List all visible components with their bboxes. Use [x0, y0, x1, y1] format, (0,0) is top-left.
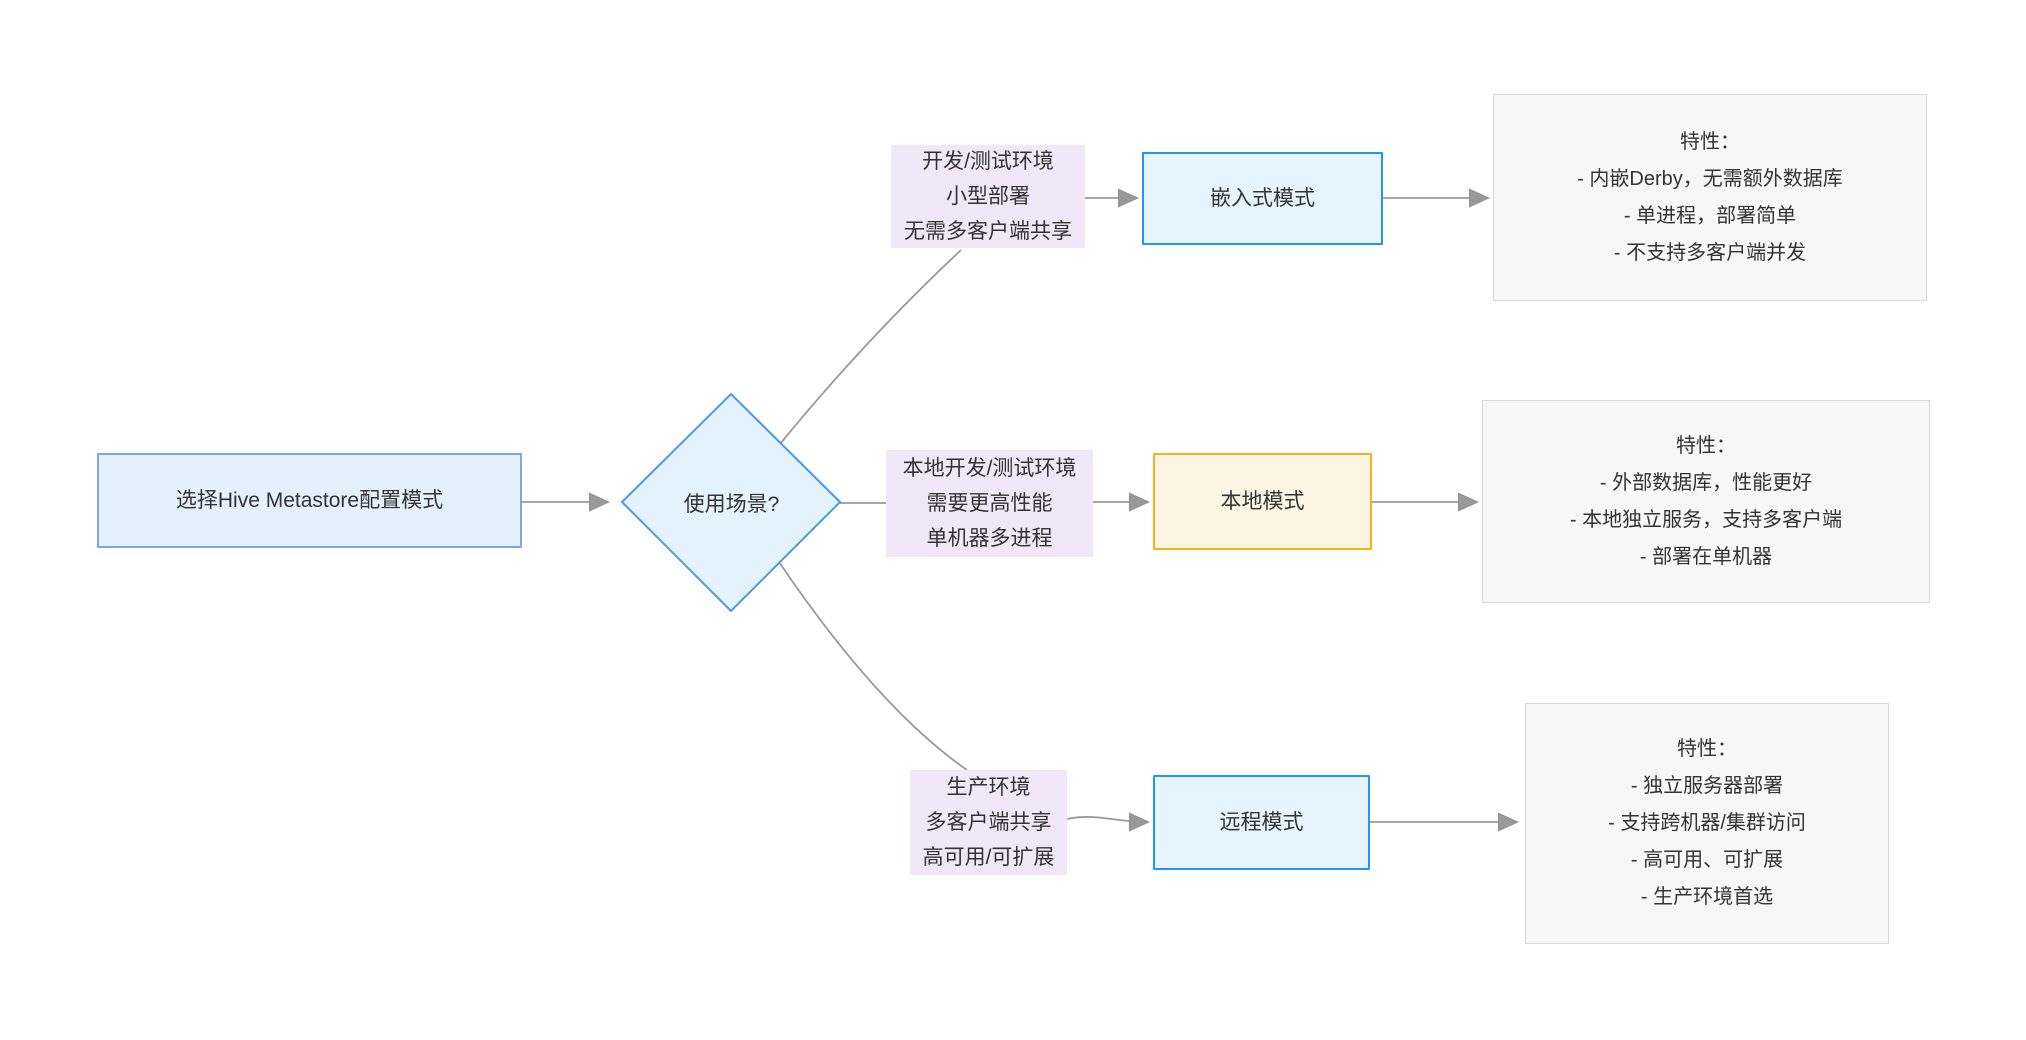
- condition-label-embedded: 开发/测试环境 小型部署 无需多客户端共享: [891, 145, 1085, 248]
- features-title: 特性：: [1680, 130, 1740, 153]
- feature-item: - 支持跨机器/集群访问: [1608, 812, 1806, 834]
- edge-condition-to-mode-remote: [1066, 817, 1148, 822]
- condition-line: 本地开发/测试环境: [902, 457, 1077, 480]
- start-node: 选择Hive Metastore配置模式: [97, 453, 522, 548]
- feature-item: - 不支持多客户端并发: [1613, 241, 1807, 264]
- condition-line: 单机器多进程: [926, 527, 1053, 550]
- decision-node: 使用场景?: [625, 395, 838, 610]
- features-title: 特性：: [1676, 434, 1736, 457]
- condition-label-local: 本地开发/测试环境 需要更高性能 单机器多进程: [886, 450, 1093, 557]
- mode-node-remote: 远程模式: [1153, 775, 1370, 870]
- feature-item: - 本地独立服务，支持多客户端: [1569, 508, 1843, 531]
- mode-node-label: 远程模式: [1219, 810, 1304, 834]
- features-node-embedded: 特性： - 内嵌Derby，无需额外数据库 - 单进程，部署简单 - 不支持多客…: [1493, 94, 1927, 301]
- mode-node-embedded: 嵌入式模式: [1142, 152, 1383, 245]
- feature-item: - 外部数据库，性能更好: [1599, 471, 1813, 494]
- condition-line: 需要更高性能: [926, 492, 1053, 515]
- condition-line: 开发/测试环境: [922, 150, 1054, 173]
- condition-line: 小型部署: [946, 185, 1030, 208]
- feature-item: - 内嵌Derby，无需额外数据库: [1577, 167, 1843, 190]
- start-node-label: 选择Hive Metastore配置模式: [175, 488, 444, 512]
- feature-item: - 生产环境首选: [1640, 886, 1774, 908]
- condition-line: 生产环境: [946, 776, 1031, 799]
- condition-line: 高可用/可扩展: [922, 846, 1055, 869]
- feature-item: - 部署在单机器: [1639, 545, 1773, 568]
- condition-label-remote: 生产环境 多客户端共享 高可用/可扩展: [910, 770, 1067, 875]
- edge-decision-to-condition-embedded: [779, 249, 962, 445]
- decision-node-label: 使用场景?: [683, 492, 780, 516]
- mode-node-label: 本地模式: [1220, 489, 1305, 513]
- condition-line: 多客户端共享: [925, 811, 1052, 834]
- feature-item: - 独立服务器部署: [1630, 775, 1784, 797]
- feature-item: - 单进程，部署简单: [1623, 204, 1797, 227]
- mode-node-local: 本地模式: [1153, 453, 1372, 550]
- features-node-remote: 特性： - 独立服务器部署 - 支持跨机器/集群访问 - 高可用、可扩展 - 生…: [1525, 703, 1889, 944]
- condition-line: 无需多客户端共享: [904, 220, 1072, 243]
- feature-item: - 高可用、可扩展: [1630, 849, 1784, 871]
- mode-node-label: 嵌入式模式: [1210, 186, 1315, 210]
- features-node-local: 特性： - 外部数据库，性能更好 - 本地独立服务，支持多客户端 - 部署在单机…: [1482, 400, 1930, 603]
- features-title: 特性：: [1677, 738, 1737, 760]
- decision-diamond-shape: [620, 392, 842, 613]
- edge-decision-to-condition-remote: [778, 561, 968, 771]
